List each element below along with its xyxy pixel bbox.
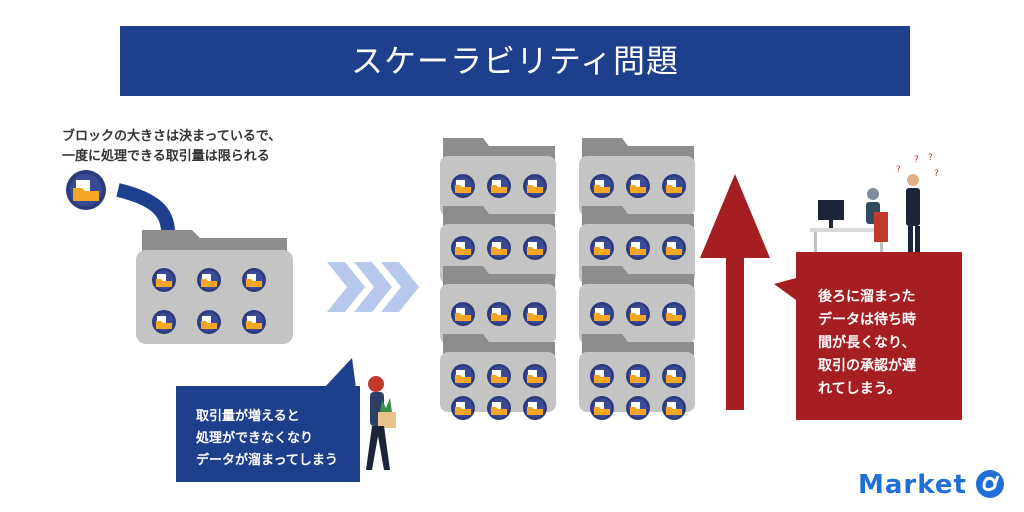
svg-text:?: ? <box>928 153 933 163</box>
blue-callout-line-3: データが溜まってしまう <box>196 450 338 472</box>
red-callout-pointer <box>774 278 796 300</box>
svg-text:?: ? <box>896 165 901 175</box>
blue-callout-line-2: 処理ができなくなり <box>196 428 338 450</box>
blue-callout-pointer <box>324 358 356 388</box>
brand-logo: Market <box>858 470 967 500</box>
svg-text:?: ? <box>914 155 919 165</box>
office-desk-scene: ? ? ? ? <box>810 153 939 260</box>
svg-text:?: ? <box>934 169 939 179</box>
blue-callout-line-1: 取引量が増えると <box>196 406 338 428</box>
red-callout-line-2: データは待ち時 <box>818 309 916 332</box>
red-up-arrow-icon <box>700 174 770 410</box>
blue-callout-text: 取引量が増えると 処理ができなくなり データが溜まってしまう <box>196 406 338 472</box>
red-callout-text: 後ろに溜まった データは待ち時 間が長くなり、 取引の承認が遅 れてしまう。 <box>818 286 916 401</box>
logo-alpha-icon <box>976 470 1004 498</box>
red-callout-line-3: 間が長くなり、 <box>818 332 916 355</box>
block-folder-icon <box>136 230 293 344</box>
chevron-arrows-icon <box>327 262 419 312</box>
folder-stack-left <box>440 138 556 420</box>
red-callout-line-4: 取引の承認が遅 <box>818 355 916 378</box>
worker-person-icon <box>366 376 396 470</box>
red-callout-line-5: れてしまう。 <box>818 378 916 401</box>
red-callout-line-1: 後ろに溜まった <box>818 286 916 309</box>
incoming-file-icon <box>66 170 106 210</box>
folder-stack-right <box>579 138 695 420</box>
